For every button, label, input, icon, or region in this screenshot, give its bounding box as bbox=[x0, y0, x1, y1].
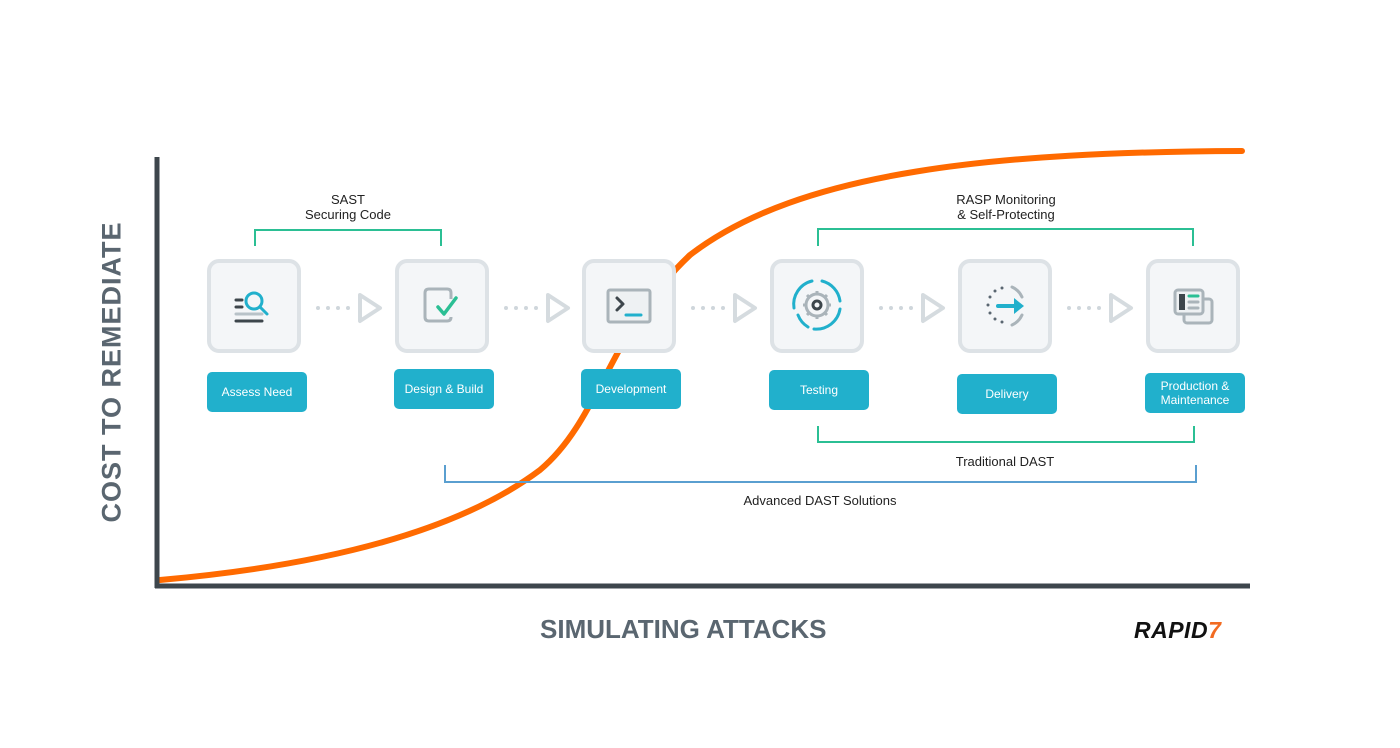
rapid7-logo: RAPID7 bbox=[1134, 617, 1221, 644]
connector-dot bbox=[1067, 306, 1071, 310]
stage-label-development: Development bbox=[581, 369, 681, 409]
connector-dot bbox=[721, 306, 725, 310]
stage-label-testing: Testing bbox=[769, 370, 869, 410]
connector-arrow bbox=[691, 293, 757, 323]
stage-box-delivery bbox=[958, 259, 1052, 353]
stage-box-production-maintenance bbox=[1146, 259, 1240, 353]
x-axis-label: SIMULATING ATTACKS bbox=[540, 614, 827, 644]
connector-dot bbox=[316, 306, 320, 310]
connector-dot bbox=[711, 306, 715, 310]
documents-icon bbox=[1173, 288, 1214, 325]
terminal-icon bbox=[606, 288, 652, 324]
connector-dot bbox=[899, 306, 903, 310]
connector-dot bbox=[346, 306, 350, 310]
connector-dot bbox=[879, 306, 883, 310]
rasp-title: RASP Monitoring & Self-Protecting bbox=[936, 192, 1076, 222]
connector-arrow bbox=[504, 293, 570, 323]
stage-label-production-maintenance: Production & Maintenance bbox=[1145, 373, 1245, 413]
arrow-head-icon bbox=[546, 293, 570, 323]
gear-cycle-icon bbox=[792, 279, 842, 331]
stage-box-design-build bbox=[395, 259, 489, 353]
stage-box-development bbox=[582, 259, 676, 353]
connector-arrow bbox=[316, 293, 382, 323]
connector-dot bbox=[534, 306, 538, 310]
arrow-head-icon bbox=[358, 293, 382, 323]
connector-dot bbox=[701, 306, 705, 310]
connector-arrow bbox=[879, 293, 945, 323]
logo-mark: 7 bbox=[1208, 617, 1222, 643]
connector-dot bbox=[336, 306, 340, 310]
arrow-head-icon bbox=[733, 293, 757, 323]
stage-box-assess-need bbox=[207, 259, 301, 353]
sast-bracket bbox=[254, 229, 442, 246]
advanced-dast-bracket bbox=[444, 465, 1197, 483]
y-axis-label: COST TO REMEDIATE bbox=[96, 221, 127, 523]
traditional-dast-bracket bbox=[817, 426, 1195, 443]
connector-dot bbox=[1087, 306, 1091, 310]
arrow-head-icon bbox=[1109, 293, 1133, 323]
connector-dot bbox=[1077, 306, 1081, 310]
checkbox-check-icon bbox=[423, 287, 458, 323]
arrow-head-icon bbox=[921, 293, 945, 323]
logo-text: RAPID bbox=[1134, 617, 1209, 643]
connector-dot bbox=[1097, 306, 1101, 310]
clock-arrow-icon bbox=[986, 285, 1024, 327]
connector-dot bbox=[514, 306, 518, 310]
sast-title-line1: SAST bbox=[331, 192, 365, 207]
stage-label-design-build: Design & Build bbox=[394, 369, 494, 409]
traditional-dast-title: Traditional DAST bbox=[955, 454, 1055, 469]
stage-box-testing bbox=[770, 259, 864, 353]
sast-title: SAST Securing Code bbox=[288, 192, 408, 222]
connector-dot bbox=[524, 306, 528, 310]
advanced-dast-title: Advanced DAST Solutions bbox=[743, 493, 897, 508]
connector-dot bbox=[889, 306, 893, 310]
search-list-icon bbox=[234, 291, 269, 323]
sast-title-line2: Securing Code bbox=[305, 207, 391, 222]
rasp-title-line1: RASP Monitoring bbox=[956, 192, 1056, 207]
rasp-title-line2: & Self-Protecting bbox=[957, 207, 1055, 222]
connector-dot bbox=[909, 306, 913, 310]
stage-label-assess-need: Assess Need bbox=[207, 372, 307, 412]
connector-arrow bbox=[1067, 293, 1133, 323]
rasp-bracket bbox=[817, 228, 1194, 246]
connector-dot bbox=[504, 306, 508, 310]
connector-dot bbox=[326, 306, 330, 310]
connector-dot bbox=[691, 306, 695, 310]
stage-label-delivery: Delivery bbox=[957, 374, 1057, 414]
